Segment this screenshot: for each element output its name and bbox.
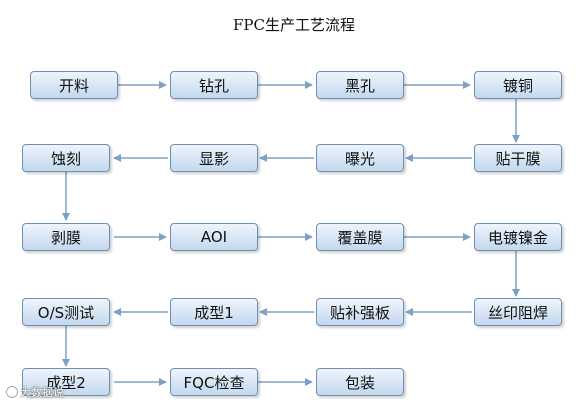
step-enig-plating: 电镀镍金 [474, 223, 562, 251]
watermark-text: 大数据说 [20, 386, 64, 399]
step-forming-1: 成型1 [170, 298, 258, 326]
step-drilling: 钻孔 [170, 71, 258, 99]
watermark-logo-icon [6, 386, 18, 398]
watermark: 大数据说 [6, 384, 64, 400]
step-forming-2: 成型2 [22, 368, 110, 396]
step-cutting: 开料 [30, 71, 118, 99]
step-etching: 蚀刻 [22, 144, 110, 172]
step-copper-plating: 镀铜 [474, 71, 562, 99]
step-solder-mask: 丝印阻焊 [474, 298, 562, 326]
step-fqc-inspection: FQC检查 [170, 368, 258, 396]
step-dry-film: 贴干膜 [474, 144, 562, 172]
step-stripping: 剥膜 [22, 223, 110, 251]
step-developing: 显影 [170, 144, 258, 172]
step-os-test: O/S测试 [22, 298, 110, 326]
step-coverlay: 覆盖膜 [316, 223, 404, 251]
diagram-title: FPC生产工艺流程 [233, 16, 355, 34]
step-stiffener: 贴补强板 [316, 298, 404, 326]
step-exposure: 曝光 [316, 144, 404, 172]
step-aoi: AOI [170, 223, 258, 251]
step-packaging: 包装 [316, 368, 404, 396]
step-black-hole: 黑孔 [316, 71, 404, 99]
